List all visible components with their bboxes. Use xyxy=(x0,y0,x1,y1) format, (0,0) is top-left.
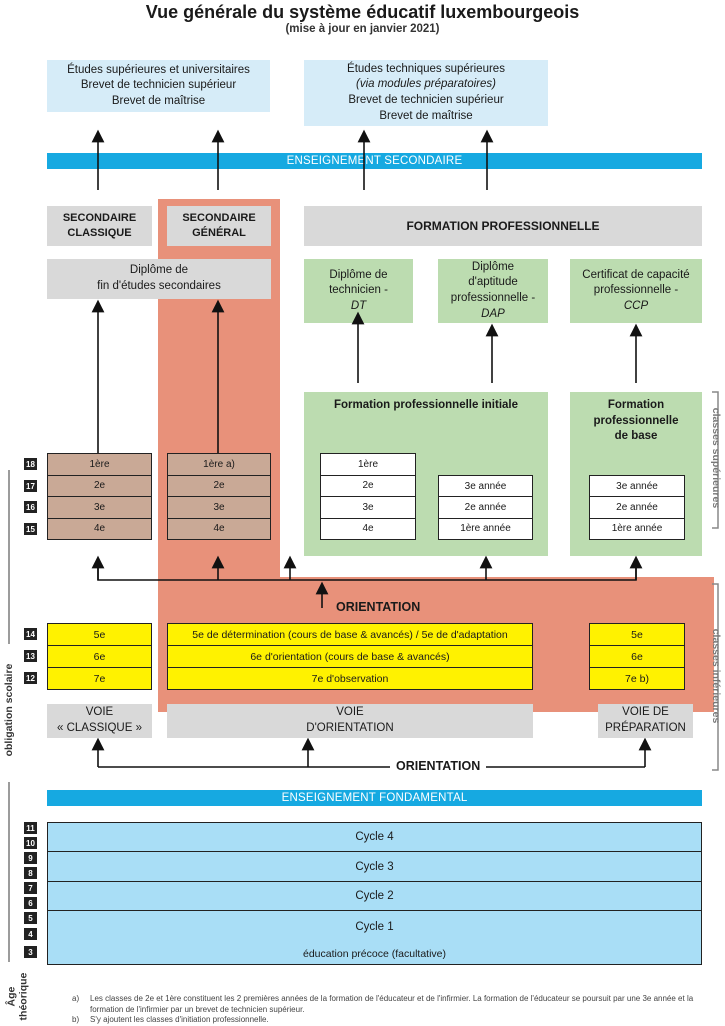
lower-orientation-classes: 5e de détermination (cours de base & ava… xyxy=(167,623,533,690)
fpi-classes-col1: 1ère 2e 3e 4e xyxy=(320,453,416,540)
note-a-label: a) xyxy=(72,994,80,1003)
age-badge: 3 xyxy=(24,946,37,958)
education-precoce: éducation précoce (facultative) xyxy=(47,943,702,966)
age-badge: 11 xyxy=(24,822,37,834)
age-badge: 10 xyxy=(24,837,37,849)
age-badge: 9 xyxy=(24,852,37,864)
etudes-techniques-line3: Brevet de technicien supérieur Brevet de… xyxy=(348,94,504,122)
box-etudes-superieures: Études supérieures et universitaires Bre… xyxy=(47,60,270,112)
class-cell: 4e xyxy=(47,517,152,540)
class-cell: 1ère année xyxy=(438,517,533,540)
orientation-label-lower: ORIENTATION xyxy=(390,759,487,773)
diploma-ccp: Certificat de capacité professionnelle -… xyxy=(570,259,702,323)
age-badge: 6 xyxy=(24,897,37,909)
class-cell: 6e xyxy=(589,645,685,668)
class-cell: 1ère année xyxy=(589,517,685,540)
class-cell: 5e xyxy=(589,623,685,646)
class-cell: 4e xyxy=(320,517,416,540)
label-obligation-scolaire: obligation scolaire xyxy=(3,663,15,757)
etudes-techniques-line2: (via modules préparatoires) xyxy=(356,78,496,91)
page-subtitle: (mise à jour en janvier 2021) xyxy=(285,23,440,35)
classique-classes: 1ère 2e 3e 4e xyxy=(47,453,152,540)
class-cell: 4e xyxy=(167,517,271,540)
lower-preparation-classes: 5e 6e 7e b) xyxy=(589,623,685,690)
page-title: Vue générale du système éducatif luxembo… xyxy=(145,2,580,22)
etudes-techniques-line1: Études techniques supérieures xyxy=(347,62,505,75)
header-secondaire-general: SECONDAIRE GÉNÉRAL xyxy=(167,206,271,246)
age-badge: 5 xyxy=(24,912,37,924)
note-b-label: b) xyxy=(72,1015,80,1024)
diploma-dt: Diplôme de technicien - DT xyxy=(304,259,413,323)
header-secondaire-classique: SECONDAIRE CLASSIQUE xyxy=(47,206,152,246)
cycle-4: Cycle 4 xyxy=(47,822,702,853)
age-badge: 15 xyxy=(24,523,37,535)
cycles: Cycle 4 Cycle 3 Cycle 2 Cycle 1 éducatio… xyxy=(47,822,702,966)
label-age-theorique: Âge théorique xyxy=(5,972,29,1021)
header-formation-professionnelle: FORMATION PROFESSIONNELLE xyxy=(304,206,702,246)
age-badge: 16 xyxy=(24,501,37,513)
voie-classique: VOIE « CLASSIQUE » xyxy=(47,704,152,738)
bar-enseignement-fondamental: ENSEIGNEMENT FONDAMENTAL xyxy=(47,790,702,806)
class-cell: 7e d'observation xyxy=(167,667,533,690)
fpb-classes: 3e année 2e année 1ère année xyxy=(589,475,685,540)
note-a-text: Les classes de 2e et 1ère constituent le… xyxy=(90,994,694,1014)
age-badge: 17 xyxy=(24,480,37,492)
label-classes-inferieures: classes inférieures xyxy=(710,628,722,724)
age-badge: 14 xyxy=(24,628,37,640)
diploma-secondaire: Diplôme de fin d'études secondaires xyxy=(47,259,271,299)
class-cell: 6e xyxy=(47,645,152,668)
class-cell: 7e xyxy=(47,667,152,690)
class-cell: 6e d'orientation (cours de base & avancé… xyxy=(167,645,533,668)
cycle-1: Cycle 1 xyxy=(47,910,702,945)
age-badge: 18 xyxy=(24,458,37,470)
note-b-text: S'y ajoutent les classes d'initiation pr… xyxy=(90,1015,269,1024)
age-badge: 12 xyxy=(24,672,37,684)
voie-orientation: VOIE D'ORIENTATION xyxy=(167,704,533,738)
cycle-2: Cycle 2 xyxy=(47,880,702,912)
bar-enseignement-secondaire: ENSEIGNEMENT SECONDAIRE xyxy=(47,153,702,169)
age-badge: 7 xyxy=(24,882,37,894)
diploma-dap: Diplôme d'aptitude professionnelle - DAP xyxy=(438,259,548,323)
orientation-label-upper: ORIENTATION xyxy=(330,600,427,614)
box-etudes-techniques: Études techniques supérieures (via modul… xyxy=(304,60,548,126)
cycle-3: Cycle 3 xyxy=(47,851,702,882)
lower-classique-classes: 5e 6e 7e xyxy=(47,623,152,690)
age-badge: 8 xyxy=(24,867,37,879)
class-cell: 5e de détermination (cours de base & ava… xyxy=(167,623,533,646)
fpi-classes-col2: 3e année 2e année 1ère année xyxy=(438,475,533,540)
age-badge: 4 xyxy=(24,928,37,940)
class-cell: 1ère xyxy=(320,453,416,476)
general-classes: 1ère a) 2e 3e 4e xyxy=(167,453,271,540)
class-cell: 7e b) xyxy=(589,667,685,690)
class-cell: 2e xyxy=(47,474,152,497)
age-badge: 13 xyxy=(24,650,37,662)
class-cell: 2e année xyxy=(438,496,533,519)
class-cell: 5e xyxy=(47,623,152,646)
label-classes-superieures: classes supérieures xyxy=(710,407,722,509)
voie-preparation: VOIE DE PRÉPARATION xyxy=(598,704,693,738)
